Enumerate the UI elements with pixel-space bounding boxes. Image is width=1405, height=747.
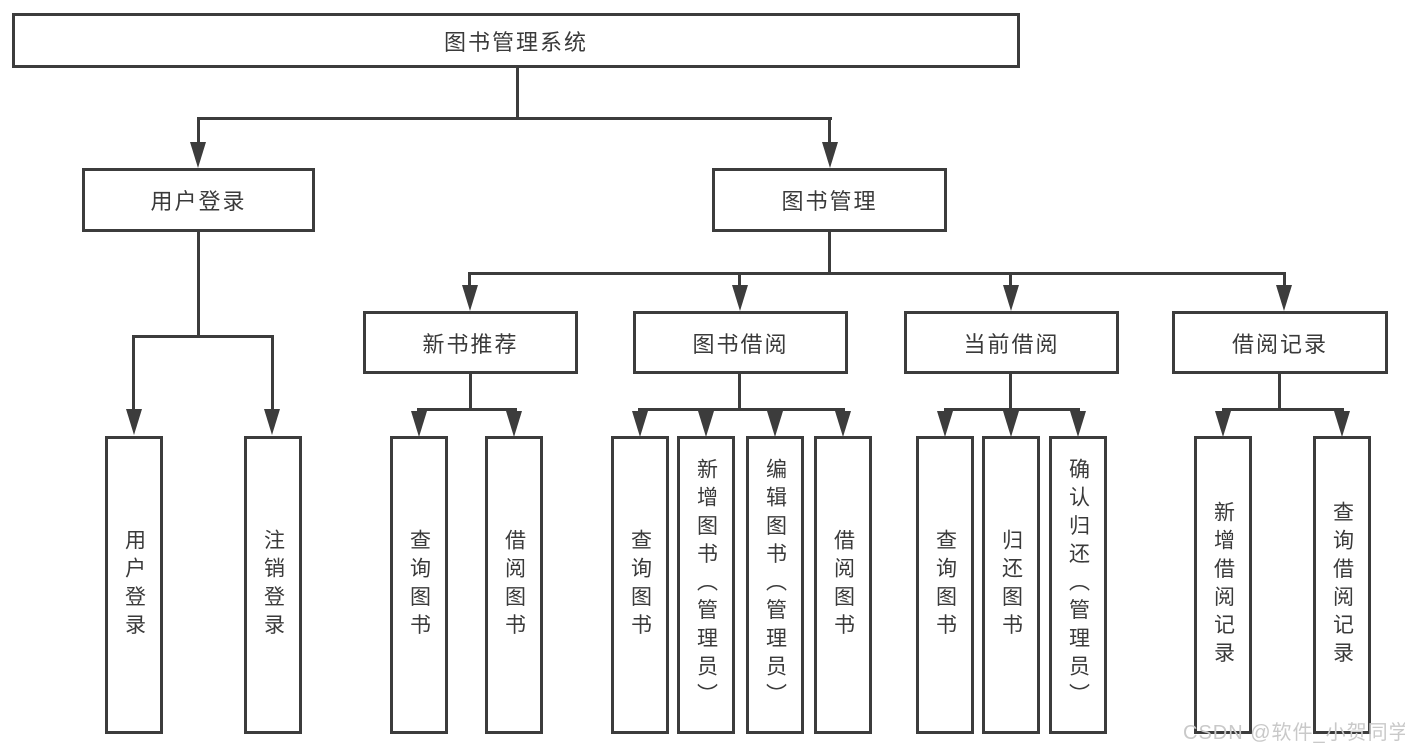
arrowhead-icon xyxy=(1003,411,1019,437)
arrowhead-icon xyxy=(506,411,522,437)
connector-line xyxy=(738,272,741,288)
arrowhead-icon xyxy=(732,285,748,311)
arrowhead-icon xyxy=(1003,285,1019,311)
arrowhead-icon xyxy=(126,409,142,435)
leaf-user-login: 用户登录 xyxy=(105,436,163,734)
node-user-login: 用户登录 xyxy=(82,168,315,232)
arrowhead-icon xyxy=(264,409,280,435)
arrowhead-icon xyxy=(1276,285,1292,311)
connector-line xyxy=(516,68,519,119)
arrowhead-icon xyxy=(1215,411,1231,437)
connector-line xyxy=(468,272,1286,275)
arrowhead-icon xyxy=(1334,411,1350,437)
leaf-query-books-borrowing: 查询图书 xyxy=(611,436,669,734)
arrowhead-icon xyxy=(1070,411,1086,437)
arrowhead-icon xyxy=(462,285,478,311)
connector-line xyxy=(828,232,831,275)
arrowhead-icon xyxy=(822,142,838,168)
connector-line xyxy=(828,117,831,144)
leaf-query-books-recommend: 查询图书 xyxy=(390,436,448,734)
arrowhead-icon xyxy=(698,411,714,437)
leaf-confirm-return-admin: 确认归还（管理员） xyxy=(1049,436,1107,734)
connector-line xyxy=(197,232,200,338)
arrowhead-icon xyxy=(767,411,783,437)
leaf-query-books-current: 查询图书 xyxy=(916,436,974,734)
node-new-book-recommendation: 新书推荐 xyxy=(363,311,578,374)
node-book-borrowing: 图书借阅 xyxy=(633,311,848,374)
leaf-add-borrow-record: 新增借阅记录 xyxy=(1194,436,1252,734)
connector-line xyxy=(1009,374,1012,411)
connector-line xyxy=(197,117,832,120)
node-current-borrowing: 当前借阅 xyxy=(904,311,1119,374)
connector-line xyxy=(417,408,517,411)
leaf-edit-books-admin: 编辑图书（管理员） xyxy=(746,436,804,734)
node-borrowing-records: 借阅记录 xyxy=(1172,311,1388,374)
leaf-borrow-books-recommend: 借阅图书 xyxy=(485,436,543,734)
connector-line xyxy=(1009,272,1012,288)
arrowhead-icon xyxy=(411,411,427,437)
connector-line xyxy=(1222,408,1344,411)
connector-line xyxy=(944,408,1080,411)
leaf-add-books-admin: 新增图书（管理员） xyxy=(677,436,735,734)
arrowhead-icon xyxy=(937,411,953,437)
connector-line xyxy=(1278,374,1281,411)
connector-line xyxy=(132,335,135,410)
arrowhead-icon xyxy=(835,411,851,437)
csdn-watermark: CSDN @软件_小贺同学 xyxy=(1183,722,1405,744)
connector-line xyxy=(738,374,741,411)
arrowhead-icon xyxy=(632,411,648,437)
connector-line xyxy=(468,272,471,288)
connector-line xyxy=(1283,272,1286,288)
node-library-management-system: 图书管理系统 xyxy=(12,13,1020,68)
arrowhead-icon xyxy=(190,142,206,168)
connector-line xyxy=(197,117,200,144)
connector-line xyxy=(271,335,274,410)
connector-line xyxy=(132,335,274,338)
leaf-query-borrow-record: 查询借阅记录 xyxy=(1313,436,1371,734)
leaf-return-books: 归还图书 xyxy=(982,436,1040,734)
leaf-borrow-books-borrowing: 借阅图书 xyxy=(814,436,872,734)
connector-line xyxy=(638,408,845,411)
connector-line xyxy=(469,374,472,411)
leaf-logout-login: 注销登录 xyxy=(244,436,302,734)
node-book-management: 图书管理 xyxy=(712,168,947,232)
